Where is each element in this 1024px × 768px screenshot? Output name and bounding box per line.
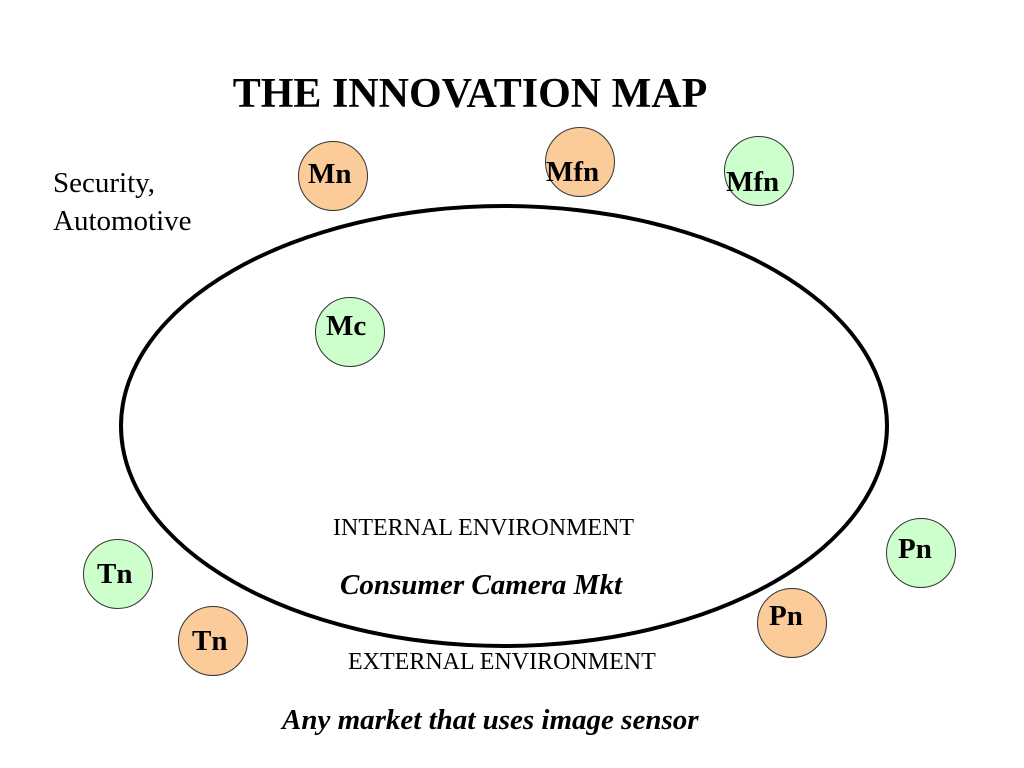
node-tn-2-circle xyxy=(178,606,248,676)
internal-environment-ellipse xyxy=(119,204,889,648)
node-pn-2-label: Pn xyxy=(769,600,803,632)
node-tn-1-circle xyxy=(83,539,153,609)
node-mn-circle xyxy=(298,141,368,211)
node-mfn-2-circle xyxy=(724,136,794,206)
node-mfn-2-label: Mfn xyxy=(726,166,780,198)
page-title: THE INNOVATION MAP xyxy=(232,71,708,117)
node-mn-label: Mn xyxy=(308,158,352,190)
node-mfn-1-label: Mfn xyxy=(546,156,600,188)
side-label-line-2: Automotive xyxy=(53,205,192,237)
node-mfn-1-circle xyxy=(545,127,615,197)
internal-market-label: Consumer Camera Mkt xyxy=(340,569,622,601)
node-pn-1-circle xyxy=(886,518,956,588)
node-pn-2-circle xyxy=(757,588,827,658)
internal-environment-label: INTERNAL ENVIRONMENT xyxy=(333,515,635,541)
side-label: Security, Automotive xyxy=(53,164,192,240)
node-tn-1-label: Tn xyxy=(97,558,133,590)
node-pn-1-label: Pn xyxy=(898,533,932,565)
node-tn-2-label: Tn xyxy=(192,625,228,657)
side-label-line-1: Security, xyxy=(53,167,156,199)
node-mc-circle xyxy=(315,297,385,367)
node-mc-label: Mc xyxy=(326,310,367,342)
external-environment-label: EXTERNAL ENVIRONMENT xyxy=(348,649,656,675)
external-market-label: Any market that uses image sensor xyxy=(282,704,699,736)
